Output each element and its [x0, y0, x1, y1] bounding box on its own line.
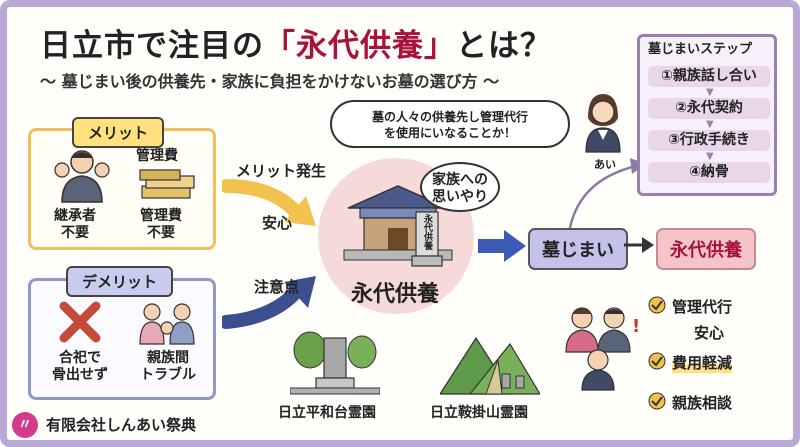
svg-text:!: !: [632, 316, 640, 337]
benefit-sub: 安心: [694, 324, 725, 342]
grave-stone-icon: [411, 211, 443, 267]
company-name: 有限会社しんあい祭典: [46, 416, 197, 434]
step-down-icon: ▼: [706, 87, 714, 98]
demerit-item-label: 親族間 トラブル: [140, 350, 196, 383]
family-icon: [139, 303, 195, 345]
money-stack-icon: [139, 169, 195, 199]
step-item: ③行政手続き: [648, 130, 770, 151]
mountain-icon: [440, 336, 540, 395]
benefit-label: 管理代行: [672, 298, 733, 316]
merit-item-top-label: 管理費: [136, 148, 178, 164]
check-icon: [648, 296, 666, 314]
family-group-icon: !: [565, 307, 640, 391]
cemetery-icon: [290, 331, 380, 395]
check-icon: [648, 392, 666, 410]
step-item: ①親族話し合い: [648, 66, 770, 87]
steps-title: 墓じまいステップ: [648, 42, 753, 57]
step-down-icon: ▼: [706, 119, 714, 130]
flow-arrow-2: [624, 237, 654, 253]
grave-label: 日立平和台霊園: [278, 405, 376, 421]
page-subtitle: 〜 墓じまい後の供養先・家族に負担をかけないお墓の選び方 〜: [40, 72, 500, 91]
check-icon: [648, 352, 666, 370]
demerit-item-label: 合祀で 骨出せず: [52, 350, 108, 383]
center-label: 永代供養: [350, 282, 439, 307]
grave-plaque-text: 永代供養: [422, 214, 432, 250]
demerit-arrow-label: 注意点: [254, 278, 300, 296]
speech-bubble: 墓の人々の供養先し管理代行 を使用にいなることか！: [330, 100, 570, 148]
merit-arrow-sublabel: 安心: [262, 214, 293, 232]
step-item: ②永代契約: [648, 98, 770, 119]
demerit-tag: デメリット: [66, 266, 174, 297]
merit-item-label: 継承者 不要: [54, 208, 96, 241]
benefit-label: 親族相談: [672, 394, 733, 412]
woman-character-icon: [585, 94, 621, 153]
merit-item-label: 管理費 不要: [140, 208, 182, 241]
thought-bubble: 家族への 思いやり: [420, 162, 500, 212]
step-item: ④納骨: [648, 162, 770, 183]
people-icon: [54, 150, 110, 203]
flow-arrow-1: [478, 230, 526, 262]
step-down-icon: ▼: [706, 151, 714, 162]
flow-step-hakajimai: 墓じまい: [528, 228, 628, 270]
page-title: 日立市で注目の「永代供養」とは？: [40, 28, 552, 64]
flow-step-eidai: 永代供養: [656, 228, 756, 270]
cross-icon: [59, 301, 101, 343]
demerit-arrow: [222, 276, 316, 329]
character-name: あい: [594, 158, 616, 171]
grave-label: 日立鞍掛山霊園: [430, 405, 528, 421]
merit-tag: メリット: [72, 117, 165, 148]
company-logo-icon: 〃: [12, 412, 38, 438]
title-highlight: 「永代供養」: [264, 28, 456, 64]
benefit-label: 費用軽減: [672, 352, 733, 373]
merit-arrow: [222, 179, 316, 226]
merit-arrow-label: メリット発生: [236, 162, 327, 180]
